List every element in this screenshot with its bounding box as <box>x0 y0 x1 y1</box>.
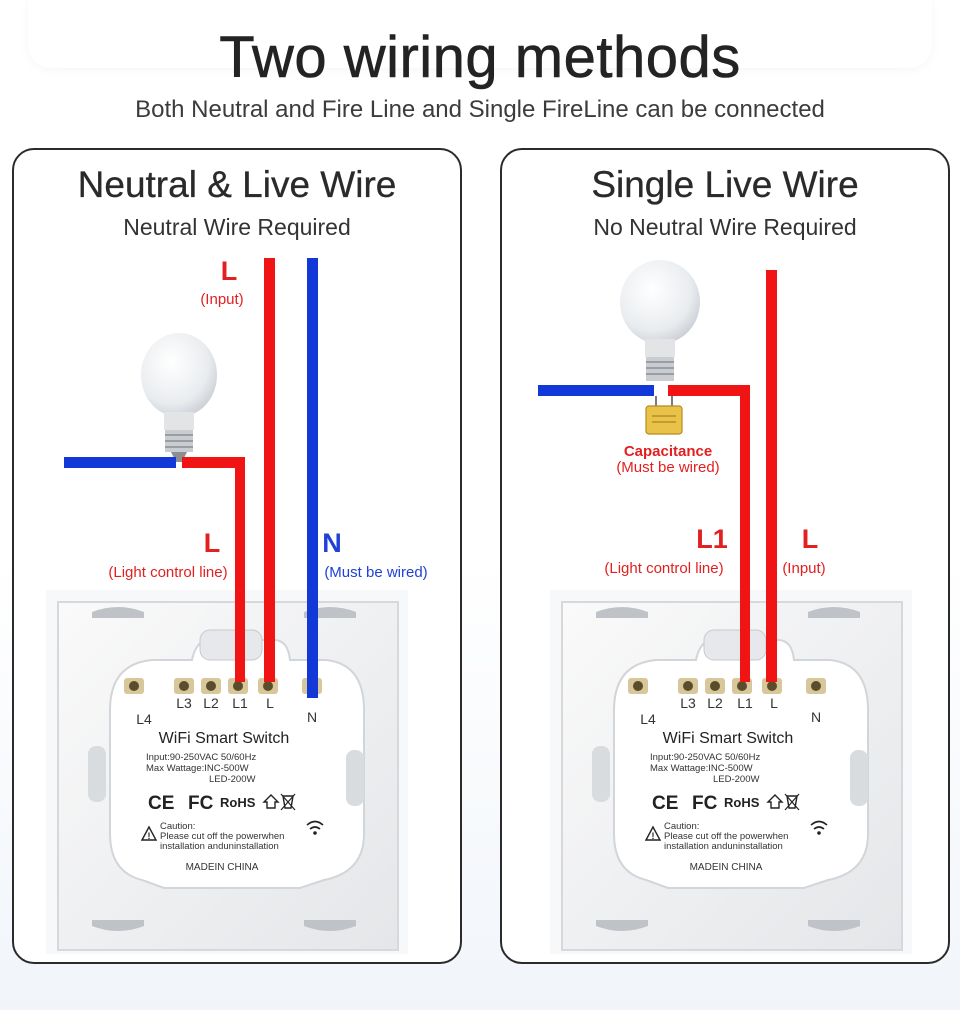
wifi-icon <box>810 820 828 835</box>
warning-icon: ! <box>644 825 662 841</box>
rohs-mark-icon: RoHS <box>220 795 256 810</box>
page-subtitle: Both Neutral and Fire Line and Single Fi… <box>135 96 825 123</box>
switch-plate <box>550 590 912 954</box>
light-control-wire <box>182 457 245 682</box>
spec-led: LED-200W <box>209 774 255 785</box>
terminal-n: N <box>307 709 317 725</box>
wifi-icon <box>306 820 324 835</box>
page-title: Two wiring methods <box>219 25 741 91</box>
label-capacitance: Capacitance <box>624 443 712 460</box>
origin-text: MADEIN CHINA <box>186 862 259 873</box>
label-light-control-letter: L <box>204 528 221 558</box>
terminal-l4: L4 <box>136 711 152 727</box>
light-bulb-icon <box>620 260 700 381</box>
terminal-l1: L1 <box>737 695 753 711</box>
header-card <box>28 0 932 68</box>
warning-icon: ! <box>140 825 158 841</box>
spec-input: Input:90-250VAC 50/60Hz <box>146 752 256 763</box>
label-light-control-letter: L1 <box>696 524 728 554</box>
caution-line-2: installation anduninstallation <box>664 841 783 852</box>
terminal-l: L <box>770 695 778 711</box>
caution-line-1: Please cut off the powerwhen <box>664 831 788 842</box>
panel-title: Neutral & Live Wire <box>77 164 397 205</box>
caution-title: Caution: <box>160 821 195 832</box>
spec-input: Input:90-250VAC 50/60Hz <box>650 752 760 763</box>
fcc-mark-icon: FC <box>188 793 214 814</box>
weee-bin-icon <box>784 793 800 811</box>
panel-neutral-live: Neutral & Live Wire Neutral Wire Require… <box>12 148 462 964</box>
caution-line-1: Please cut off the powerwhen <box>160 831 284 842</box>
terminal-l2: L2 <box>203 695 219 711</box>
panel-single-live: Single Live Wire No Neutral Wire Require… <box>500 148 950 964</box>
wiring-diagram: L (Input) L (Light control line) N (Must… <box>46 256 428 954</box>
panel-title: Single Live Wire <box>591 164 859 205</box>
svg-text:!: ! <box>652 831 655 841</box>
spec-wattage: Max Wattage:INC-500W <box>146 763 249 774</box>
label-input-letter: L <box>221 256 238 286</box>
spec-wattage: Max Wattage:INC-500W <box>650 763 753 774</box>
light-control-wire <box>668 385 750 682</box>
panel-subtitle: Neutral Wire Required <box>123 214 351 240</box>
label-capacitance-note: (Must be wired) <box>616 459 719 476</box>
svg-text:!: ! <box>148 831 151 841</box>
wiring-diagram: Capacitance (Must be wired) L1 (Light co… <box>538 260 912 954</box>
neutral-wire-to-bulb <box>64 457 176 468</box>
rohs-mark-icon: RoHS <box>724 795 760 810</box>
weee-bin-icon <box>280 793 296 811</box>
terminal-l3: L3 <box>680 695 696 711</box>
ce-mark-icon: CE <box>652 793 678 814</box>
wires <box>538 270 777 682</box>
label-light-control-note: (Light control line) <box>108 564 227 581</box>
product-name: WiFi Smart Switch <box>663 730 794 747</box>
house-recycle-icon <box>262 794 280 809</box>
label-light-control-note: (Light control line) <box>604 560 723 577</box>
live-input-wire <box>766 270 777 682</box>
terminal-l: L <box>266 695 274 711</box>
label-input-letter: L <box>802 524 819 554</box>
caution-line-2: installation anduninstallation <box>160 841 279 852</box>
fcc-mark-icon: FC <box>692 793 718 814</box>
light-bulb-icon <box>141 333 217 462</box>
panel-subtitle: No Neutral Wire Required <box>593 214 857 240</box>
terminal-l1: L1 <box>232 695 248 711</box>
terminal-l3: L3 <box>176 695 192 711</box>
label-input-note: (Input) <box>782 560 825 577</box>
live-input-wire <box>264 258 275 682</box>
neutral-input-wire <box>307 258 318 698</box>
terminal-l4: L4 <box>640 711 656 727</box>
neutral-wire-to-bulb <box>538 385 654 396</box>
origin-text: MADEIN CHINA <box>690 862 763 873</box>
spec-led: LED-200W <box>713 774 759 785</box>
label-input-note: (Input) <box>200 291 243 308</box>
switch-plate <box>46 590 408 954</box>
label-neutral-letter: N <box>322 528 342 558</box>
capacitor-icon <box>645 396 683 435</box>
ce-mark-icon: CE <box>148 793 174 814</box>
label-neutral-note: (Must be wired) <box>324 564 427 581</box>
caution-title: Caution: <box>664 821 699 832</box>
product-name: WiFi Smart Switch <box>159 730 290 747</box>
terminal-n: N <box>811 709 821 725</box>
house-recycle-icon <box>766 794 784 809</box>
terminal-l2: L2 <box>707 695 723 711</box>
wires <box>64 258 318 698</box>
